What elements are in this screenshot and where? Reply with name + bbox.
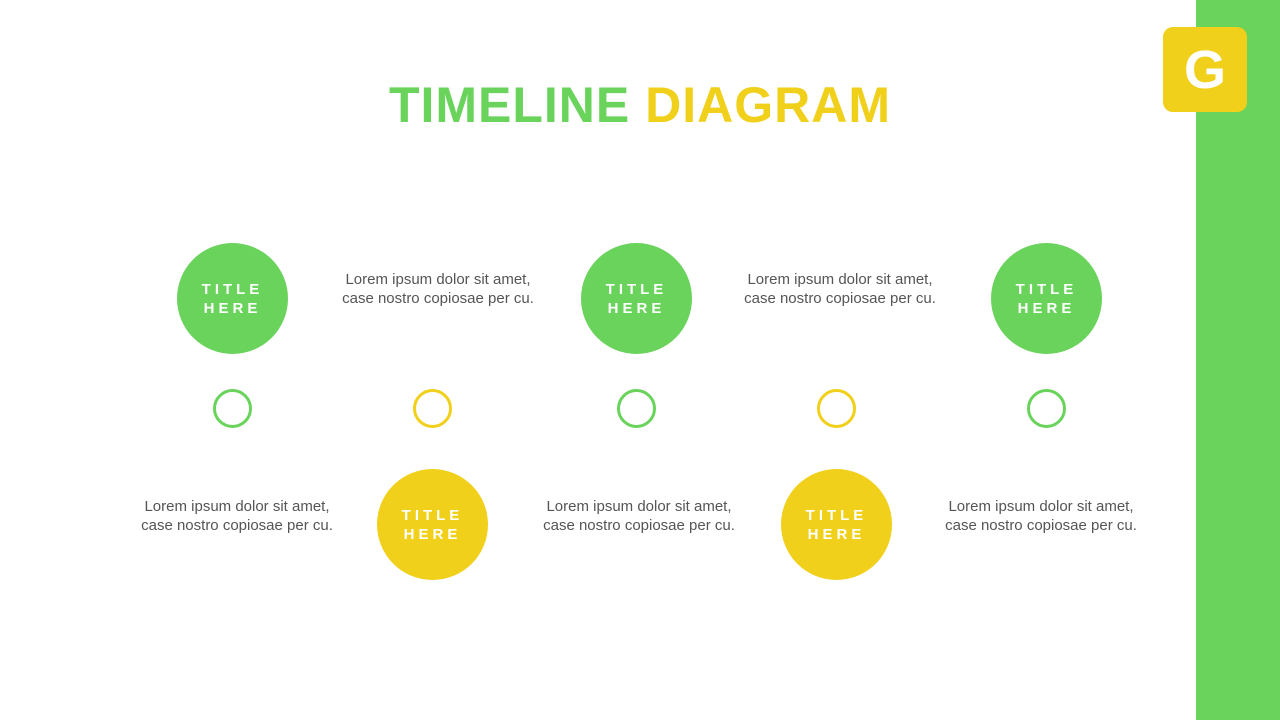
- timeline-step-5-description: Lorem ipsum dolor sit amet, case nostro …: [945, 498, 1137, 534]
- step-3-title-line1: TITLE: [605, 280, 668, 298]
- right-accent-bar: [1196, 0, 1280, 720]
- page-title: TIMELINE DIAGRAM: [0, 74, 1280, 136]
- logo-letter: G: [1183, 39, 1226, 100]
- timeline-step-3-description: Lorem ipsum dolor sit amet, case nostro …: [543, 498, 735, 534]
- step-2-title-line2: HERE: [403, 525, 462, 543]
- timeline-step-1-description: Lorem ipsum dolor sit amet, case nostro …: [141, 498, 333, 534]
- logo-badge: G: [1163, 27, 1247, 112]
- step-5-title-line2: HERE: [1017, 299, 1076, 317]
- timeline-step-2-circle: TITLE HERE: [377, 469, 488, 580]
- step-4-title-line2: HERE: [807, 525, 866, 543]
- timeline-step-1-marker: [213, 389, 252, 428]
- timeline-step-1-circle: TITLE HERE: [177, 243, 288, 354]
- step-1-title-line2: HERE: [203, 299, 262, 317]
- timeline-step-2-description: Lorem ipsum dolor sit amet, case nostro …: [342, 271, 534, 307]
- timeline-step-5-circle: TITLE HERE: [991, 243, 1102, 354]
- timeline-step-2-marker: [413, 389, 452, 428]
- title-word-timeline: TIMELINE: [388, 77, 631, 133]
- title-word-diagram: DIAGRAM: [645, 77, 892, 133]
- timeline-step-5-marker: [1027, 389, 1066, 428]
- timeline-step-4-description: Lorem ipsum dolor sit amet, case nostro …: [744, 271, 936, 307]
- step-4-title-line1: TITLE: [805, 506, 868, 524]
- step-3-title-line2: HERE: [607, 299, 666, 317]
- step-2-title-line1: TITLE: [401, 506, 464, 524]
- timeline-step-4-marker: [817, 389, 856, 428]
- step-5-title-line1: TITLE: [1015, 280, 1078, 298]
- timeline-step-3-marker: [617, 389, 656, 428]
- step-1-title-line1: TITLE: [201, 280, 264, 298]
- timeline-step-3-circle: TITLE HERE: [581, 243, 692, 354]
- timeline-step-4-circle: TITLE HERE: [781, 469, 892, 580]
